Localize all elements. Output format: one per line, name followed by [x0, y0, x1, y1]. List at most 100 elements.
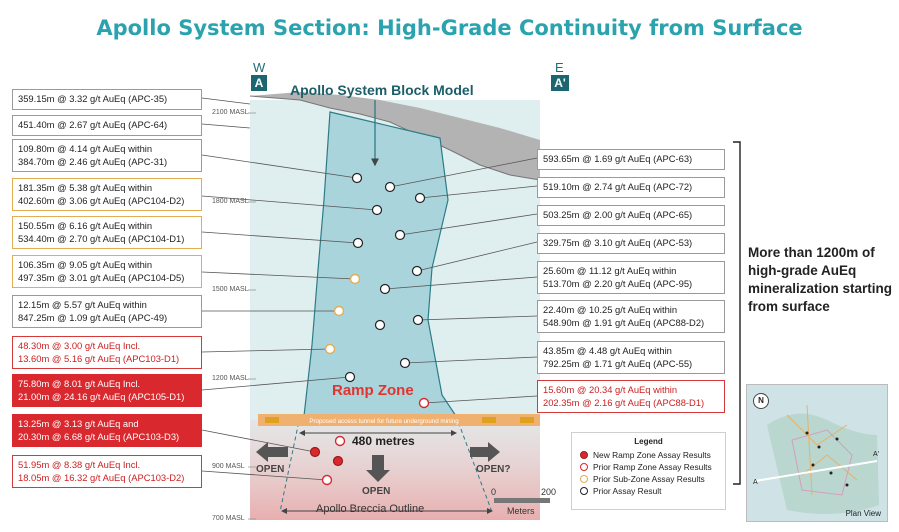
scale-start-label: 0 [491, 487, 497, 497]
assay-marker [352, 237, 364, 249]
sub-zone-marker [333, 305, 345, 317]
leader-lines [201, 97, 538, 481]
plan-view-map: N A A' Plan View [746, 384, 888, 522]
intercept-line: 13.60m @ 5.16 g/t AuEq (APC103-D1) [18, 352, 180, 364]
prior-ramp-dot-icon [580, 463, 588, 471]
legend: Legend New Ramp Zone Assay Results Prior… [571, 432, 726, 510]
breccia-outline [279, 415, 493, 513]
north-arrow-icon: N [753, 393, 769, 409]
elevation-label: 900 MASL [212, 463, 245, 470]
assay-marker [394, 229, 406, 241]
legend-item: New Ramp Zone Assay Results [580, 449, 717, 461]
assay-marker [344, 371, 356, 383]
plan-view-points [805, 431, 849, 487]
intercept-line: 25.60m @ 11.12 g/t AuEq within [543, 265, 677, 276]
breccia-outline-label: Apollo Breccia Outline [316, 503, 425, 515]
intercept-label: 75.80m @ 8.01 g/t AuEq Incl. 21.00m @ 24… [12, 374, 202, 407]
intercept-line: 329.75m @ 3.10 g/t AuEq (APC-53) [543, 237, 693, 248]
prior-ramp-marker [321, 474, 333, 486]
assay-marker [414, 192, 426, 204]
intercept-label: 48.30m @ 3.00 g/t AuEq Incl. 13.60m @ 5.… [12, 336, 202, 369]
assay-marker [371, 204, 383, 216]
legend-item: Prior Ramp Zone Assay Results [580, 461, 717, 473]
new-ramp-dot-icon [580, 451, 588, 459]
intercept-line: 503.25m @ 2.00 g/t AuEq (APC-65) [543, 209, 693, 220]
intercept-line: 150.55m @ 6.16 g/t AuEq within [18, 220, 153, 231]
west-marker: A [251, 75, 267, 91]
ramp-area-shading [250, 420, 540, 520]
assay-marker [374, 319, 386, 331]
intercept-line: 51.95m @ 8.38 g/t AuEq Incl. [18, 459, 141, 470]
assay-markers [309, 172, 430, 486]
intercept-line: 22.40m @ 10.25 g/t AuEq within [543, 304, 678, 315]
intercept-label: 43.85m @ 4.48 g/t AuEq within 792.25m @ … [537, 341, 725, 374]
intercept-label: 109.80m @ 4.14 g/t AuEq within 384.70m @… [12, 139, 202, 172]
plan-view-traces [786, 404, 858, 496]
intercept-line: 359.15m @ 3.32 g/t AuEq (APC-35) [18, 93, 168, 104]
intercept-label: 593.65m @ 1.69 g/t AuEq (APC-63) [537, 149, 725, 170]
elevation-label: 1200 MASL [212, 375, 249, 382]
intercept-line: 513.70m @ 2.20 g/t AuEq (APC-95) [543, 277, 693, 289]
legend-item: Prior Sub-Zone Assay Results [580, 473, 717, 485]
plan-view-graphic [754, 404, 879, 514]
intercept-line: 593.65m @ 1.69 g/t AuEq (APC-63) [543, 153, 693, 164]
intercept-line: 43.85m @ 4.48 g/t AuEq within [543, 345, 672, 356]
east-marker: A' [551, 75, 569, 91]
sub-zone-marker [349, 273, 361, 285]
intercept-label: 451.40m @ 2.67 g/t AuEq (APC-64) [12, 115, 202, 136]
depth-bracket [733, 141, 741, 485]
intercept-line: 202.35m @ 2.16 g/t AuEq (APC88-D1) [543, 396, 705, 408]
intercept-label: 503.25m @ 2.00 g/t AuEq (APC-65) [537, 205, 725, 226]
intercept-label: 181.35m @ 5.38 g/t AuEq within 402.60m @… [12, 178, 202, 211]
legend-title: Legend [634, 437, 663, 446]
intercept-label: 51.95m @ 8.38 g/t AuEq Incl. 18.05m @ 16… [12, 455, 202, 488]
west-letter: W [253, 60, 266, 75]
legend-item-label: Prior Ramp Zone Assay Results [593, 462, 712, 472]
tunnel-label: Proposed access tunnel for future underg… [309, 418, 459, 425]
intercept-label: 12.15m @ 5.57 g/t AuEq within 847.25m @ … [12, 295, 202, 328]
intercept-line: 181.35m @ 5.38 g/t AuEq within [18, 182, 153, 193]
elevation-label: 2100 MASL [212, 109, 249, 116]
intercept-label: 359.15m @ 3.32 g/t AuEq (APC-35) [12, 89, 202, 110]
elevation-label: 1800 MASL [212, 198, 249, 205]
intercept-label: 519.10m @ 2.74 g/t AuEq (APC-72) [537, 177, 725, 198]
plan-view-label: Plan View [845, 509, 881, 518]
east-letter: E [555, 60, 564, 75]
prior-assay-dot-icon [580, 487, 588, 495]
plan-view-outline [791, 429, 853, 496]
open-left-label: OPEN [256, 464, 285, 475]
section-line [754, 460, 878, 482]
intercept-line: 497.35m @ 3.01 g/t AuEq (APC104-D5) [18, 271, 185, 283]
scale-unit-label: Meters [507, 506, 535, 516]
distance-label: 480 metres [352, 434, 415, 448]
intercept-label: 106.35m @ 9.05 g/t AuEq within 497.35m @… [12, 255, 202, 288]
intercept-line: 847.25m @ 1.09 g/t AuEq (APC-49) [18, 311, 168, 323]
intercept-line: 13.25m @ 3.13 g/t AuEq and [18, 418, 139, 429]
plan-view-marker-a: A [753, 479, 758, 486]
intercept-line: 106.35m @ 9.05 g/t AuEq within [18, 259, 153, 270]
legend-item-label: Prior Sub-Zone Assay Results [593, 474, 705, 484]
intercept-label: 22.40m @ 10.25 g/t AuEq within 548.90m @… [537, 300, 725, 333]
elevation-ticks [248, 112, 256, 520]
plan-view-marker-a-prime: A' [873, 451, 880, 458]
intercept-label: 150.55m @ 6.16 g/t AuEq within 534.40m @… [12, 216, 202, 249]
block-model-body [303, 111, 458, 417]
sub-zone-dot-icon [580, 475, 588, 483]
prior-ramp-marker [418, 397, 430, 409]
block-model-label: Apollo System Block Model [290, 82, 474, 98]
open-down-arrow [366, 455, 390, 482]
intercept-line: 384.70m @ 2.46 g/t AuEq (APC-31) [18, 155, 168, 167]
open-right-arrow [470, 442, 500, 462]
elevation-label: 700 MASL [212, 515, 245, 522]
open-right-label: OPEN? [476, 464, 511, 475]
new-ramp-marker [332, 455, 344, 467]
surface-line [249, 95, 541, 181]
scale-bar [494, 498, 550, 503]
intercept-line: 48.30m @ 3.00 g/t AuEq Incl. [18, 340, 141, 351]
intercept-label: 329.75m @ 3.10 g/t AuEq (APC-53) [537, 233, 725, 254]
tunnel-strip [258, 414, 540, 426]
intercept-line: 12.15m @ 5.57 g/t AuEq within [18, 299, 147, 310]
intercept-line: 519.10m @ 2.74 g/t AuEq (APC-72) [543, 181, 693, 192]
intercept-line: 792.25m @ 1.71 g/t AuEq (APC-55) [543, 357, 693, 369]
